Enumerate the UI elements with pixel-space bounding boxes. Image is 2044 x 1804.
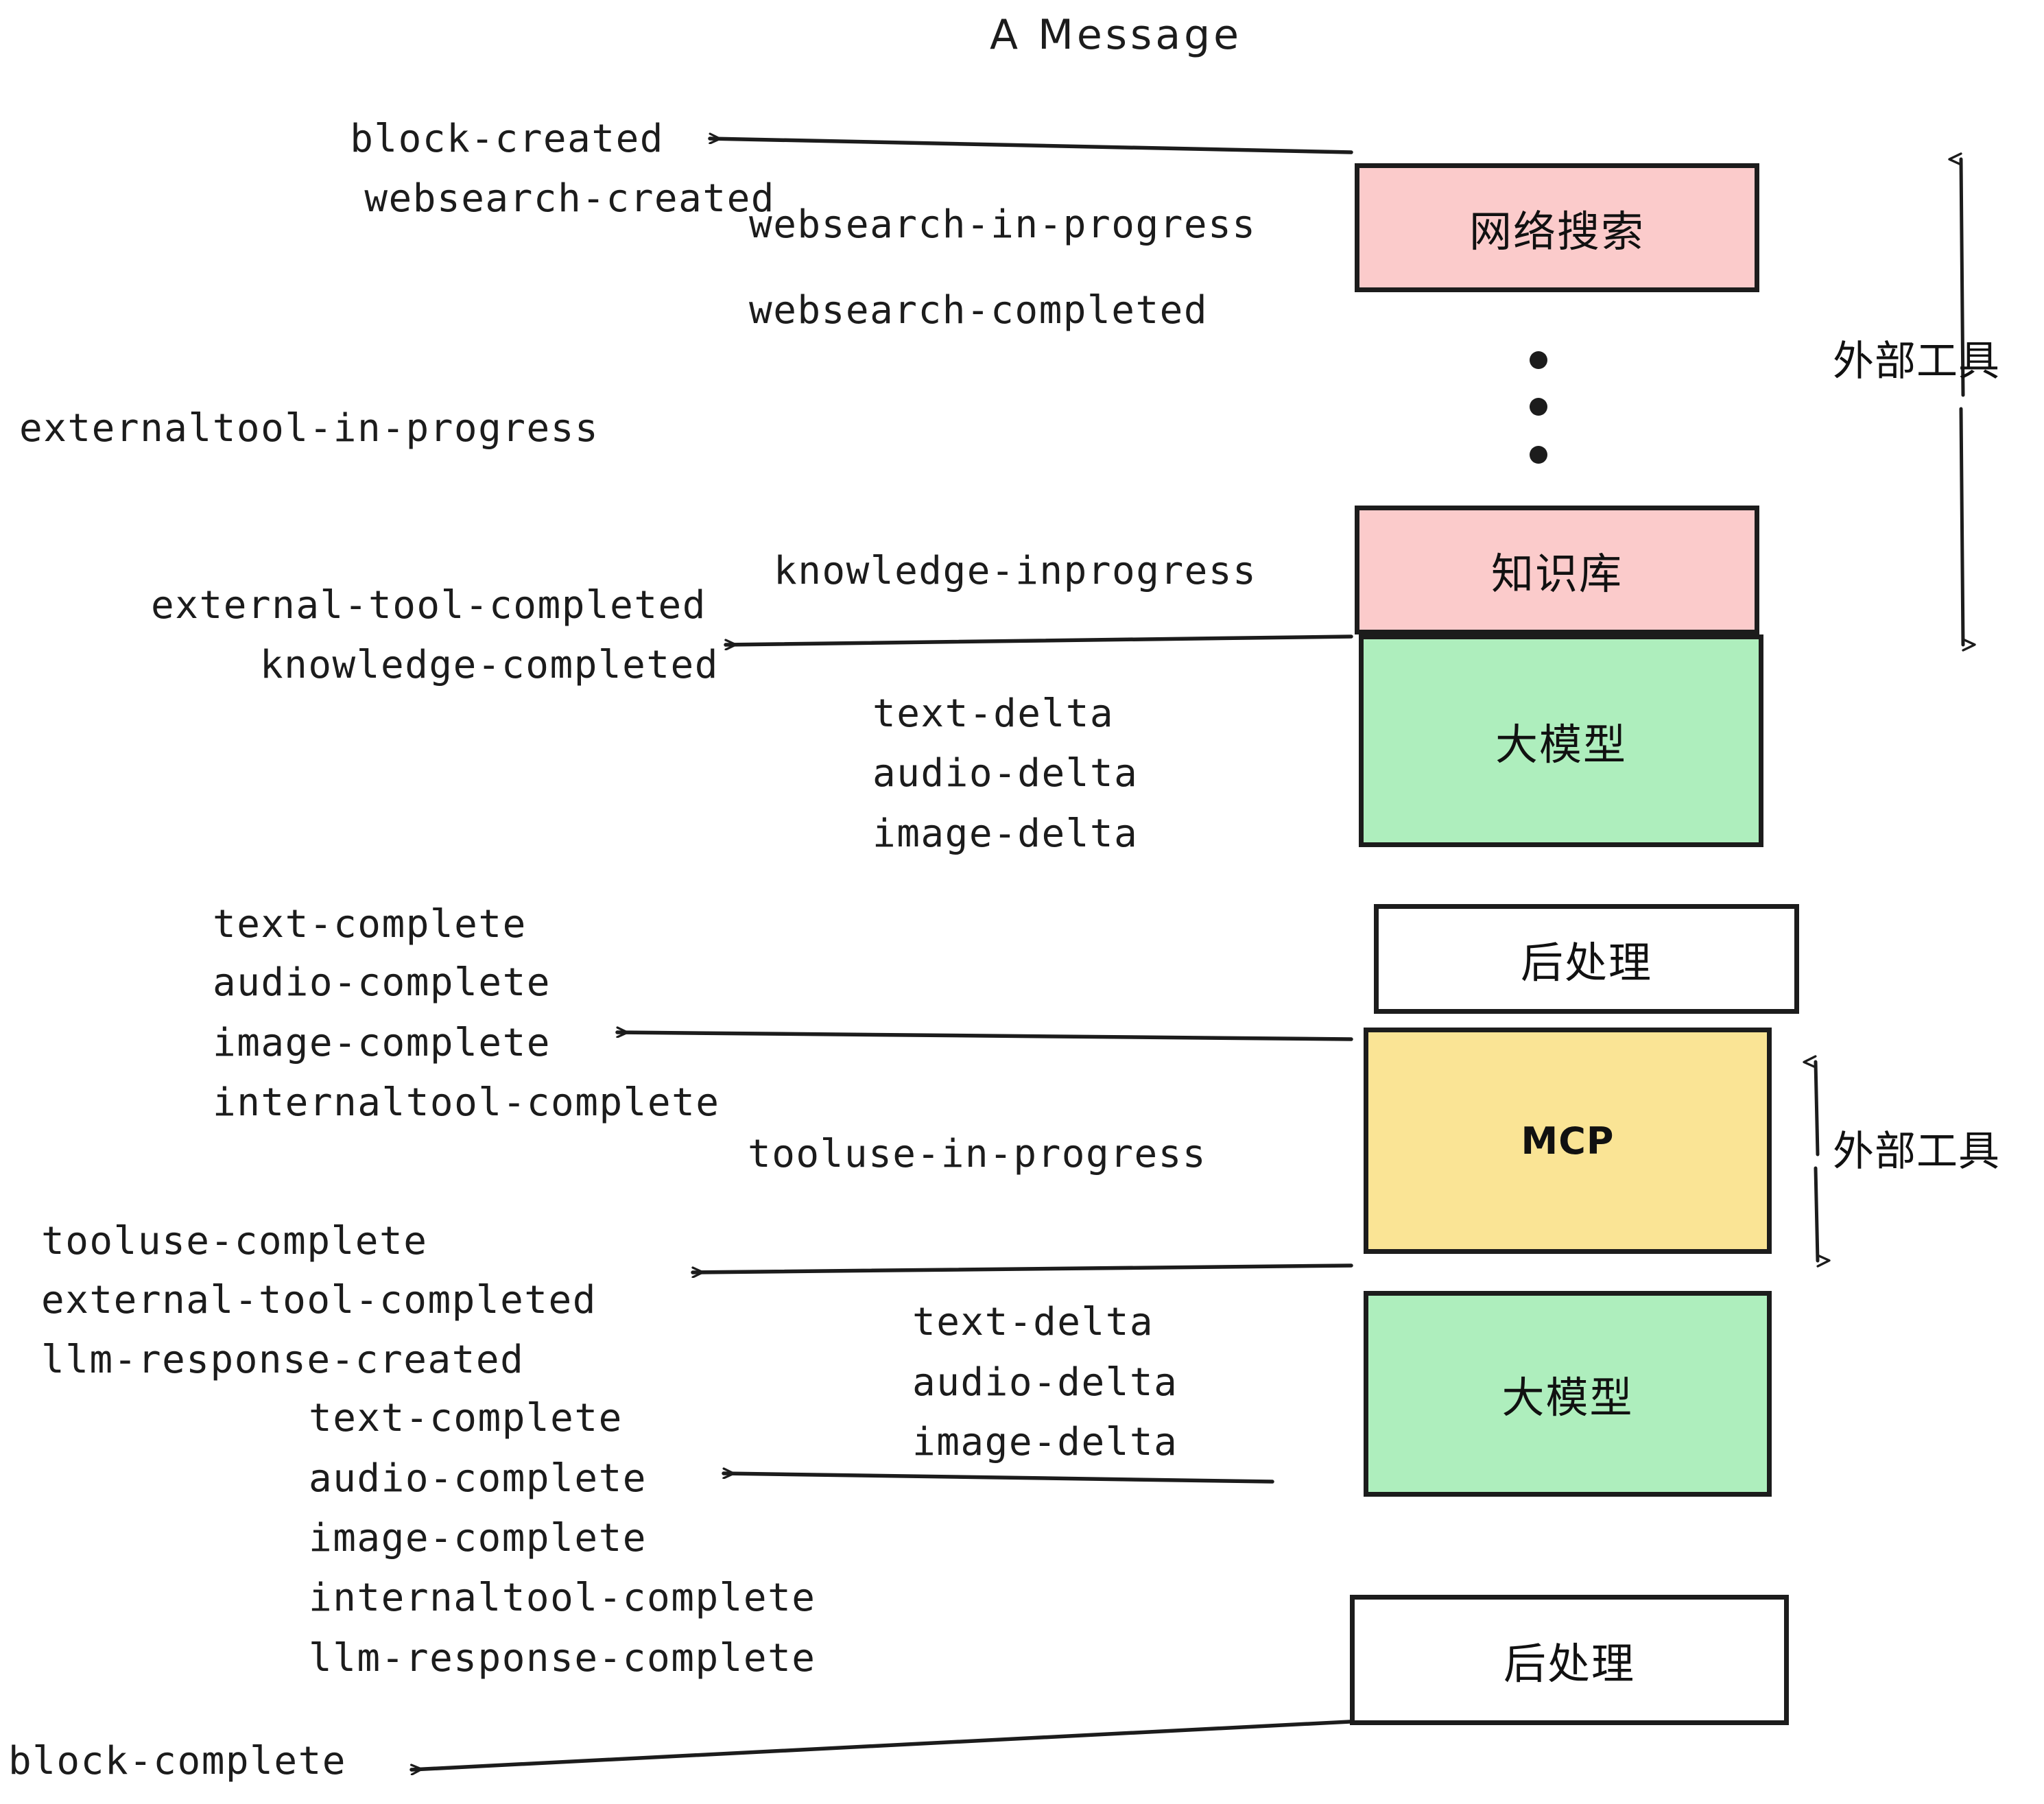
event-label-llm-response-created: llm-response-created xyxy=(41,1338,525,1382)
event-label-text-complete-1: text-complete xyxy=(213,902,527,947)
event-label-block-created: block-created xyxy=(350,117,664,161)
node-box-postprocess-2: 后处理 xyxy=(1350,1595,1789,1725)
event-label-websearch-created: websearch-created xyxy=(364,176,775,221)
event-label-block-complete: block-complete xyxy=(8,1739,347,1783)
node-box-websearch: 网络搜索 xyxy=(1355,163,1759,292)
node-box-knowledge: 知识库 xyxy=(1355,506,1759,634)
event-label-text-delta-2: text-delta xyxy=(912,1300,1154,1344)
event-label-externaltool-in-progress: externaltool-in-progress xyxy=(19,406,599,451)
event-label-external-tool-completed-2: external-tool-completed xyxy=(41,1278,597,1322)
arrow-block-created xyxy=(708,139,1353,154)
event-label-internaltool-complete-2: internaltool-complete xyxy=(309,1576,816,1620)
event-label-llm-response-complete: llm-response-complete xyxy=(309,1636,816,1681)
event-label-websearch-completed: websearch-completed xyxy=(749,288,1209,333)
event-label-audio-delta-1: audio-delta xyxy=(872,751,1139,796)
event-label-tooluse-complete: tooluse-complete xyxy=(41,1219,428,1263)
event-label-knowledge-inprogress: knowledge-inprogress xyxy=(774,549,1257,593)
side-label-external-tool-bottom: 外部工具 xyxy=(1833,1128,2000,1176)
ellipsis-dot-icon xyxy=(1530,351,1547,369)
event-label-external-tool-completed-1: external-tool-completed xyxy=(151,583,706,628)
event-label-image-complete-2: image-complete xyxy=(309,1516,647,1560)
external-tool-bottom-arrow-up xyxy=(1816,1062,1820,1156)
ellipsis-dot-icon xyxy=(1530,398,1547,416)
arrow-knowledge-completed xyxy=(724,634,1353,645)
node-box-mcp: MCP xyxy=(1364,1028,1772,1254)
external-tool-top-arrow-down xyxy=(1959,407,1963,645)
node-box-postprocess-1: 后处理 xyxy=(1374,904,1799,1014)
event-label-internaltool-complete-1: internaltool-complete xyxy=(213,1080,720,1125)
side-label-external-tool-top: 外部工具 xyxy=(1833,337,2000,385)
arrow-block-complete xyxy=(409,1720,1352,1770)
arrow-audio-complete xyxy=(722,1473,1274,1484)
node-box-llm-1: 大模型 xyxy=(1359,634,1763,847)
event-label-tooluse-in-progress: tooluse-in-progress xyxy=(748,1132,1207,1176)
external-tool-bottom-arrow-down xyxy=(1814,1166,1818,1261)
event-label-image-delta-2: image-delta xyxy=(912,1420,1178,1464)
event-label-knowledge-completed: knowledge-completed xyxy=(259,643,719,687)
page-title: A Message xyxy=(990,11,1243,59)
arrow-tooluse-complete xyxy=(691,1263,1353,1272)
node-box-llm-2: 大模型 xyxy=(1364,1291,1772,1497)
event-label-websearch-in-progress: websearch-in-progress xyxy=(749,202,1257,247)
ellipsis-dot-icon xyxy=(1530,446,1547,464)
event-label-text-complete-2: text-complete xyxy=(309,1396,623,1440)
event-label-audio-complete-2: audio-complete xyxy=(309,1456,647,1501)
arrow-image-complete xyxy=(615,1032,1353,1041)
event-label-image-complete-1: image-complete xyxy=(213,1021,551,1065)
event-label-text-delta-1: text-delta xyxy=(872,691,1115,736)
event-label-audio-complete-1: audio-complete xyxy=(213,960,551,1005)
event-label-audio-delta-2: audio-delta xyxy=(912,1360,1178,1405)
event-label-image-delta-1: image-delta xyxy=(872,811,1139,856)
